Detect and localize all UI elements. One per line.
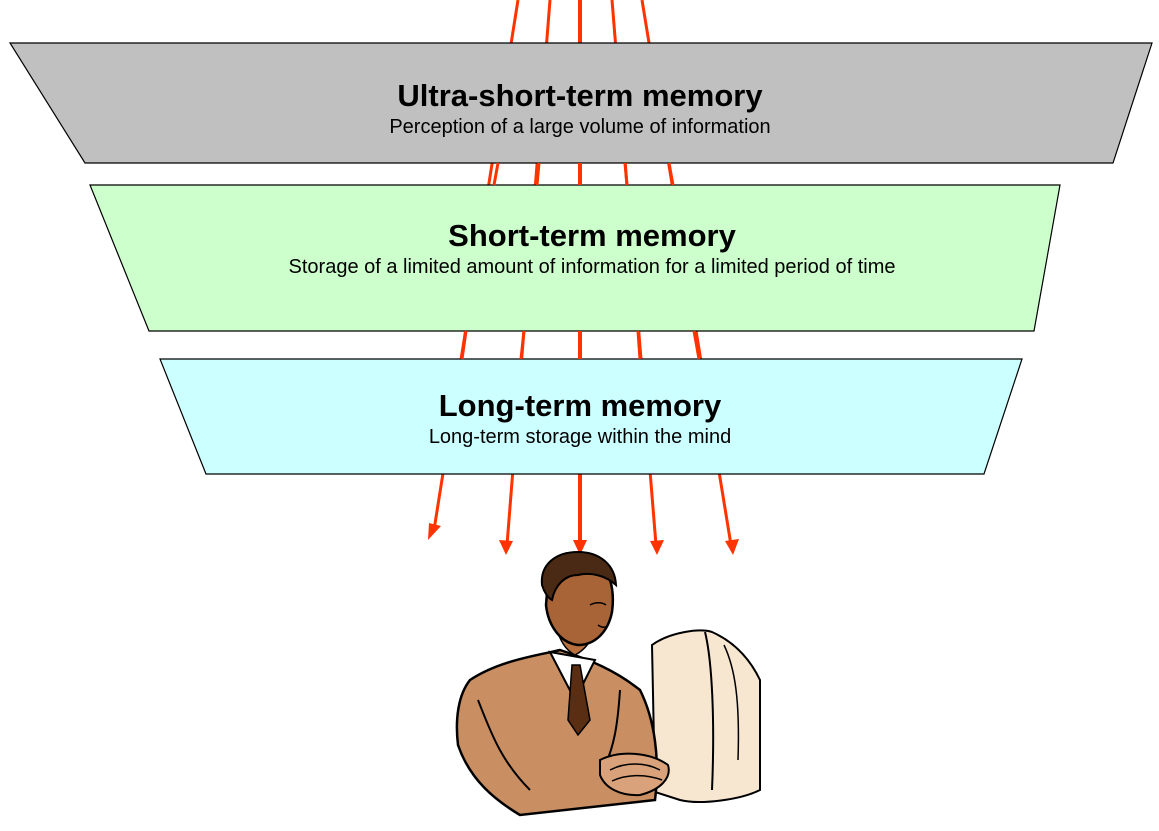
gap-line-7: [519, 330, 526, 360]
long-term-memory-layer: [159, 358, 1023, 475]
layer-description: Perception of a large volume of informat…: [389, 116, 771, 138]
tie: [567, 664, 591, 737]
layer-title: Short-term memory: [448, 218, 736, 253]
arrowheads: [428, 523, 739, 555]
short-term-memory-layer: [89, 184, 1061, 332]
hair: [540, 550, 618, 602]
arrowhead-3: [573, 540, 587, 555]
gap-line-4: [623, 162, 629, 186]
gap-line-6: [460, 330, 468, 360]
layer-title: Long-term memory: [438, 388, 722, 423]
arrows-between-layers: [460, 162, 701, 360]
gap-line-9: [636, 330, 642, 360]
gap-line-1: [492, 162, 500, 186]
ultra-short-term-memory-label: Ultra-short-term memory Perception of a …: [280, 78, 880, 141]
hands: [599, 752, 670, 797]
arrowhead-1: [428, 523, 441, 540]
long-term-memory-label: Long-term memory Long-term storage withi…: [280, 388, 880, 451]
gap-line-5: [667, 162, 675, 186]
man-at-computer-icon: [455, 550, 761, 817]
gap-line-10: [692, 330, 701, 360]
layer-title: Ultra-short-term memory: [397, 78, 763, 113]
ultra-short-term-memory-layer: [8, 42, 1153, 164]
layer-description: Long-term storage within the mind: [428, 426, 732, 448]
short-term-memory-label: Short-term memory Storage of a limited a…: [222, 218, 962, 281]
arrowhead-2: [499, 540, 513, 555]
arrowhead-5: [725, 539, 739, 555]
gap-line-2: [535, 162, 541, 186]
layer-description: Storage of a limited amount of informati…: [288, 256, 896, 278]
arrowhead-4: [650, 540, 664, 555]
